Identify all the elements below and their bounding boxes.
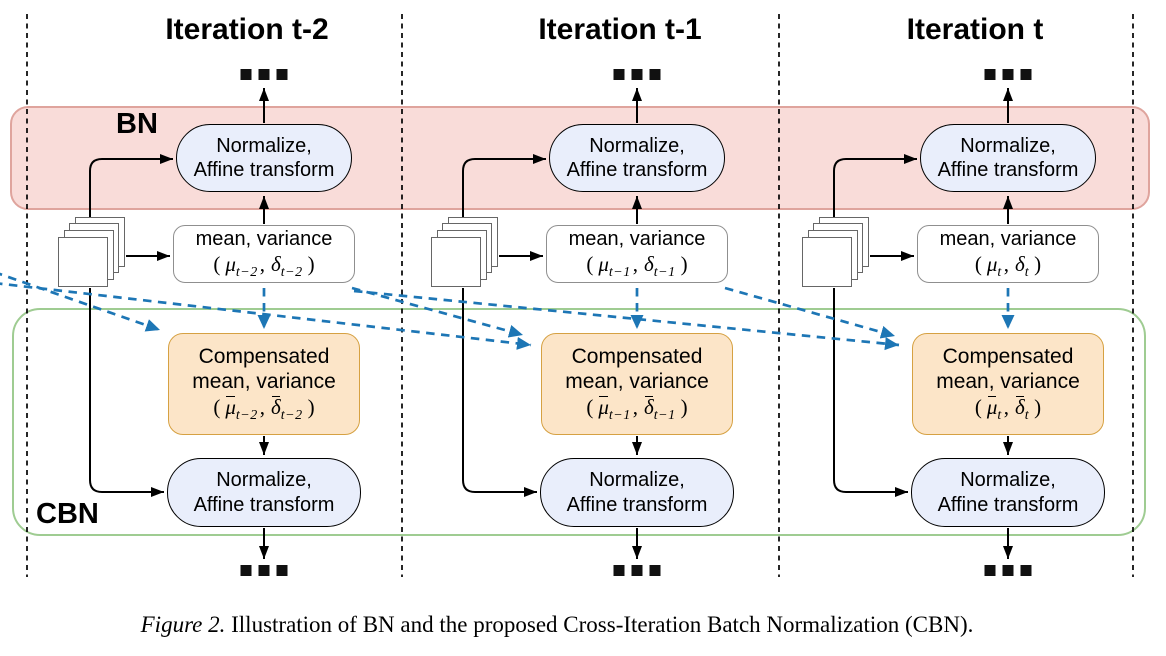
ellipsis-top-icon	[240, 69, 288, 80]
ellipsis-bottom-icon	[613, 565, 661, 576]
feature-maps-stack-t	[802, 217, 871, 289]
feature-maps-stack-t2	[58, 217, 127, 289]
ellipsis-top-icon	[984, 69, 1032, 80]
bn-normalize-box-t2: Normalize, Affine transform	[176, 124, 352, 192]
cbn-normalize-box-t: Normalize, Affine transform	[911, 458, 1105, 527]
col2-flow-arrows	[462, 88, 642, 559]
bn-region-label: BN	[116, 108, 158, 140]
column-title-t1: Iteration t-1	[538, 13, 702, 46]
stats-t1-to-comp-t	[724, 286, 896, 339]
stats-t2-to-comp-t1	[351, 286, 524, 338]
compensated-box-t2: Compensated mean, variance (μt−2,δt−2)	[168, 333, 360, 435]
mean-variance-box-t1: mean, variance (μt−1,δt−1)	[546, 225, 728, 283]
caption-text: Illustration of BN and the proposed Cros…	[225, 612, 974, 637]
stats-formula-t1: (μt−1,δt−1)	[586, 251, 688, 280]
col3-flow-arrows	[833, 88, 1013, 559]
arrows-layer	[0, 14, 1134, 577]
cross-iteration-dashed-arrows	[0, 272, 1015, 351]
compensated-formula-t: (μt,δt)	[974, 394, 1042, 424]
col1-flow-arrows	[89, 88, 269, 559]
column-title-t: Iteration t	[906, 13, 1044, 46]
compensated-formula-t2: (μt−2,δt−2)	[213, 394, 315, 424]
iteration-separators	[26, 14, 1134, 577]
mean-variance-box-t2: mean, variance (μt−2,δt−2)	[173, 225, 355, 283]
cbn-normalize-box-t1: Normalize, Affine transform	[540, 458, 734, 527]
compensated-box-t1: Compensated mean, variance (μt−1,δt−1)	[541, 333, 733, 435]
stats-formula-t: (μt,δt)	[974, 251, 1042, 280]
ellipsis-top-icon	[613, 69, 661, 80]
cbn-region-label: CBN	[36, 498, 99, 530]
caption-label: Figure 2.	[140, 612, 226, 637]
figure-caption: Figure 2. Illustration of BN and the pro…	[0, 612, 1114, 638]
compensated-box-t: Compensated mean, variance (μt,δt)	[912, 333, 1104, 435]
ellipsis-bottom-icon	[984, 565, 1032, 576]
stats-formula-t2: (μt−2,δt−2)	[213, 251, 315, 280]
prev-stats-to-comp-t1-far	[0, 282, 532, 350]
feature-maps-stack-t1	[431, 217, 500, 289]
bn-normalize-box-t: Normalize, Affine transform	[920, 124, 1096, 192]
cbn-normalize-box-t2: Normalize, Affine transform	[167, 458, 361, 527]
cbn-region	[12, 308, 1146, 536]
mean-variance-box-t: mean, variance (μt,δt)	[917, 225, 1099, 283]
stats-t2-to-comp-t	[353, 289, 900, 351]
compensated-formula-t1: (μt−1,δt−1)	[586, 394, 688, 424]
column-title-t2: Iteration t-2	[165, 13, 329, 46]
bn-normalize-box-t1: Normalize, Affine transform	[549, 124, 725, 192]
ellipsis-bottom-icon	[240, 565, 288, 576]
